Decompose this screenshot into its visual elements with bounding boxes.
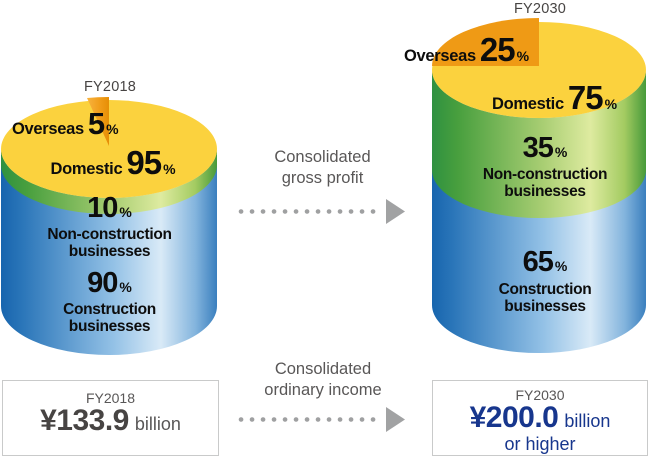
- fy2018-non-construction-value: 10: [87, 192, 118, 224]
- fy2018-overseas-slice: [87, 96, 109, 146]
- ordinary-income-caption: Consolidated ordinary income: [264, 360, 382, 399]
- fy2018-box-title: FY2018: [85, 390, 136, 406]
- fy2018-box-value-line: ¥133.9 billion: [3, 404, 218, 438]
- fy2030-overseas-text: Overseas: [404, 47, 476, 65]
- fy2030-box-title: FY2030: [515, 387, 565, 403]
- fy2030-domestic-label: Domestic 75 %: [462, 79, 647, 117]
- fy2018-construction-percent: %: [119, 279, 132, 295]
- fy2030-domestic-value: 75: [567, 79, 604, 116]
- fy2018-domestic-percent: %: [163, 161, 176, 177]
- fy2018-overseas-label: Overseas 5 %: [12, 106, 119, 142]
- fy2030-overseas-label: Overseas 25 %: [404, 31, 529, 69]
- fy2030-domestic-text: Domestic: [491, 95, 564, 113]
- fy2030-construction-value-label: 65 %: [460, 246, 630, 279]
- fy2030-non-construction-percent: %: [554, 144, 568, 160]
- fy2030-non-construction-band: [432, 70, 646, 218]
- fy2018-overseas-percent: %: [106, 121, 119, 137]
- fy2018-non-construction-value-label: 10 %: [27, 192, 192, 225]
- fy2030-box-amount: ¥200.0: [469, 401, 559, 434]
- fy2018-ordinary-income-box: FY2018 ¥133.9 billion: [2, 380, 219, 456]
- fy2030-overseas-slice: [432, 18, 539, 66]
- fy2018-non-construction-band: [1, 149, 217, 214]
- fy2018-box-unit: billion: [134, 414, 181, 434]
- fy2018-construction-value-label: 90 %: [27, 267, 192, 300]
- fy2030-domestic-percent: %: [604, 96, 618, 112]
- fy2030-chart-title: FY2030: [514, 1, 566, 17]
- fy2018-chart-title: FY2018: [84, 79, 136, 95]
- fy2030-non-construction-value: 35: [522, 132, 554, 164]
- fy2018-non-construction-percent: %: [119, 204, 132, 220]
- fy2018-overseas-value: 5: [87, 106, 105, 141]
- fy2030-construction-percent: %: [554, 258, 568, 274]
- fy2018-domestic-text: Domestic: [50, 160, 123, 178]
- fy2018-construction-value: 90: [87, 267, 118, 299]
- fy2030-non-construction-name: Non-construction businesses: [482, 166, 608, 200]
- fy2018-construction-name: Construction businesses: [63, 301, 156, 335]
- fy2030-box-value-line: ¥200.0 billion: [433, 401, 647, 435]
- fy2030-construction-value: 65: [522, 246, 554, 278]
- fy2018-non-construction-name: Non-construction businesses: [47, 226, 172, 260]
- fy2030-box-qualifier: or higher: [504, 434, 576, 454]
- gross-profit-caption: Consolidated gross profit: [274, 148, 371, 187]
- fy2030-box-unit: billion: [564, 411, 611, 431]
- fy2018-domestic-label: Domestic 95 %: [28, 144, 198, 182]
- fy2030-overseas-value: 25: [479, 31, 516, 68]
- fy2030-ordinary-income-box: FY2030 ¥200.0 billion or higher: [432, 380, 648, 456]
- fy2018-box-amount: ¥133.9: [40, 404, 129, 437]
- fy2030-non-construction-value-label: 35 %: [460, 132, 630, 165]
- fy2030-construction-name: Construction businesses: [498, 281, 592, 315]
- ordinary-income-arrowhead-icon: [386, 407, 405, 432]
- gross-profit-arrowhead-icon: [386, 199, 405, 224]
- fy2018-overseas-text: Overseas: [12, 120, 84, 138]
- fy2018-domestic-pie-top: [1, 100, 217, 198]
- fy2030-overseas-percent: %: [516, 48, 530, 64]
- fy2018-domestic-value: 95: [126, 144, 162, 181]
